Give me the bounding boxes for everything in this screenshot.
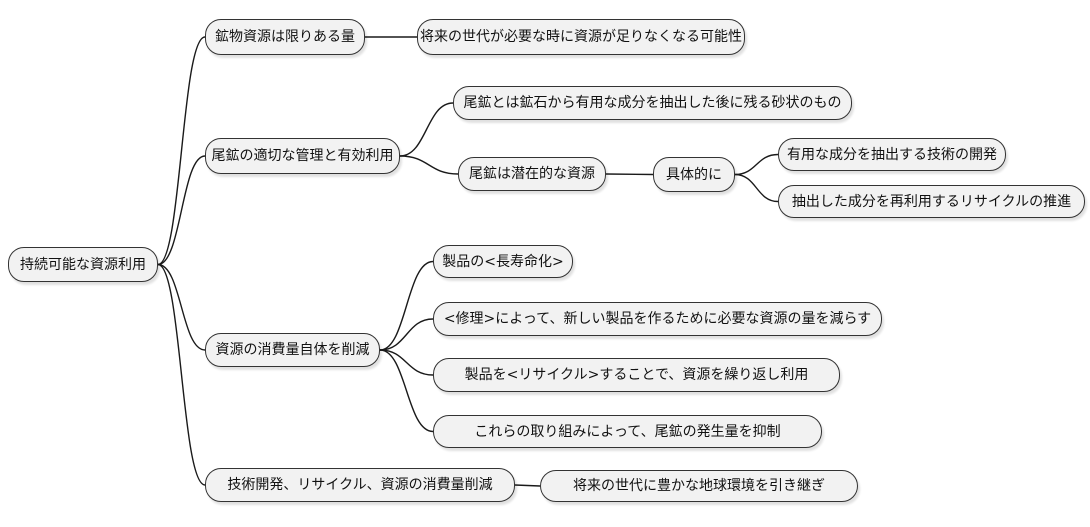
node-specifically[interactable]: 具体的に [653, 157, 735, 192]
node-future-shortage-risk[interactable]: 将来の世代が必要な時に資源が足りなくなる可能性 [417, 19, 745, 55]
edge-reduce-resource-consumption-to-product-longevity [379, 260, 434, 351]
node-finite-mineral-resources[interactable]: 鉱物資源は限りある量 [205, 19, 365, 55]
node-recycling-promotion[interactable]: 抽出した成分を再利用するリサイクルの推進 [778, 185, 1085, 218]
node-extraction-tech-development[interactable]: 有用な成分を抽出する技術の開発 [778, 138, 1006, 171]
node-tailings-management[interactable]: 尾鉱の適切な管理と有効利用 [205, 138, 400, 174]
node-repair[interactable]: <修理>によって、新しい製品を作るために必要な資源の量を減らす [433, 302, 882, 336]
node-pass-on-environment[interactable]: 将来の世代に豊かな地球環境を引き継ぎ [540, 470, 858, 502]
edge-reduce-resource-consumption-to-product-recycling [379, 349, 434, 376]
edge-root-to-reduce-resource-consumption [157, 263, 206, 351]
edge-root-to-tailings-management [157, 155, 206, 266]
edge-specifically-to-extraction-tech-development [734, 153, 779, 176]
edge-reduce-resource-consumption-to-suppress-tailings [379, 349, 434, 433]
edge-tailings-management-to-tailings-definition [399, 102, 454, 157]
node-tailings-potential-resource[interactable]: 尾鉱は潜在的な資源 [458, 157, 606, 191]
node-tailings-definition[interactable]: 尾鉱とは鉱石から有用な成分を抽出した後に残る砂状のもの [453, 86, 852, 120]
node-summary-measures[interactable]: 技術開発、リサイクル、資源の消費量削減 [205, 468, 515, 502]
node-root[interactable]: 持続可能な資源利用 [8, 247, 158, 282]
edge-summary-measures-to-pass-on-environment [514, 484, 541, 487]
edge-tailings-management-to-tailings-potential-resource [399, 155, 459, 175]
edge-root-to-finite-mineral-resources [157, 36, 206, 266]
edge-specifically-to-recycling-promotion [734, 173, 779, 203]
edge-tailings-potential-resource-to-specifically [605, 173, 654, 176]
node-product-longevity[interactable]: 製品の<長寿命化> [433, 245, 573, 278]
node-reduce-resource-consumption[interactable]: 資源の消費量自体を削減 [205, 333, 380, 367]
node-suppress-tailings-generation[interactable]: これらの取り組みによって、尾鉱の発生量を抑制 [433, 415, 822, 448]
edge-root-to-summary-measures [157, 263, 206, 486]
edge-reduce-resource-consumption-to-repair [379, 318, 434, 351]
node-product-recycling[interactable]: 製品を<リサイクル>することで、資源を繰り返し利用 [433, 358, 840, 392]
